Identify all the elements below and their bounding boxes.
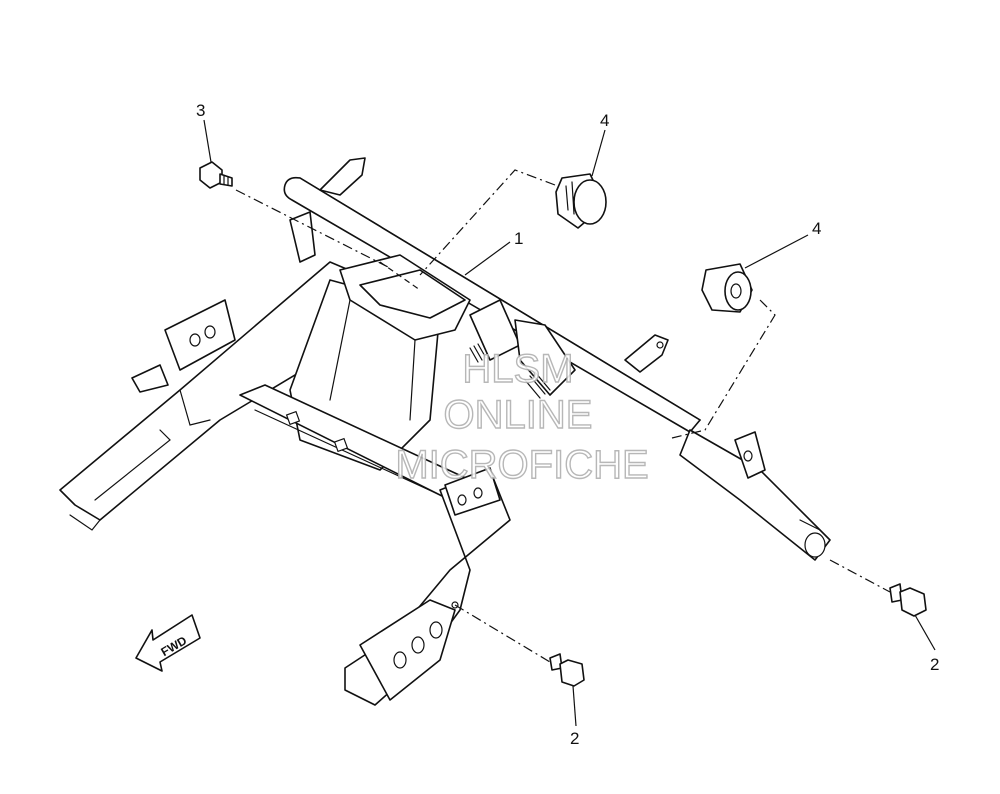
- callout-leaders: [203, 119, 936, 727]
- bolt-2-rear: [889, 583, 927, 617]
- callout-4-upper: 4: [600, 111, 609, 130]
- assembly-guide-lines: [235, 169, 891, 663]
- callout-2-lower: 2: [570, 729, 579, 748]
- callout-2-rear: 2: [930, 655, 939, 674]
- rear-frame-assembly: [59, 157, 831, 706]
- watermark-line-1: HLSM: [462, 347, 573, 391]
- callout-4-lower: 4: [812, 219, 821, 238]
- damper-4-lower: [701, 263, 753, 313]
- watermark-line-2: ONLINE: [444, 393, 593, 437]
- damper-4-upper: [555, 173, 607, 229]
- callout-1: 1: [514, 229, 523, 248]
- bolt-3: [199, 161, 233, 189]
- callout-3: 3: [196, 101, 205, 120]
- watermark: HLSM ONLINE MICROFICHE: [395, 346, 650, 487]
- callout-labels: 3 4 4 1 2 2: [196, 101, 939, 748]
- watermark-line-3: MICROFICHE: [395, 443, 648, 487]
- fwd-arrow: FWD: [135, 614, 201, 672]
- bolt-2-lower: [549, 653, 585, 687]
